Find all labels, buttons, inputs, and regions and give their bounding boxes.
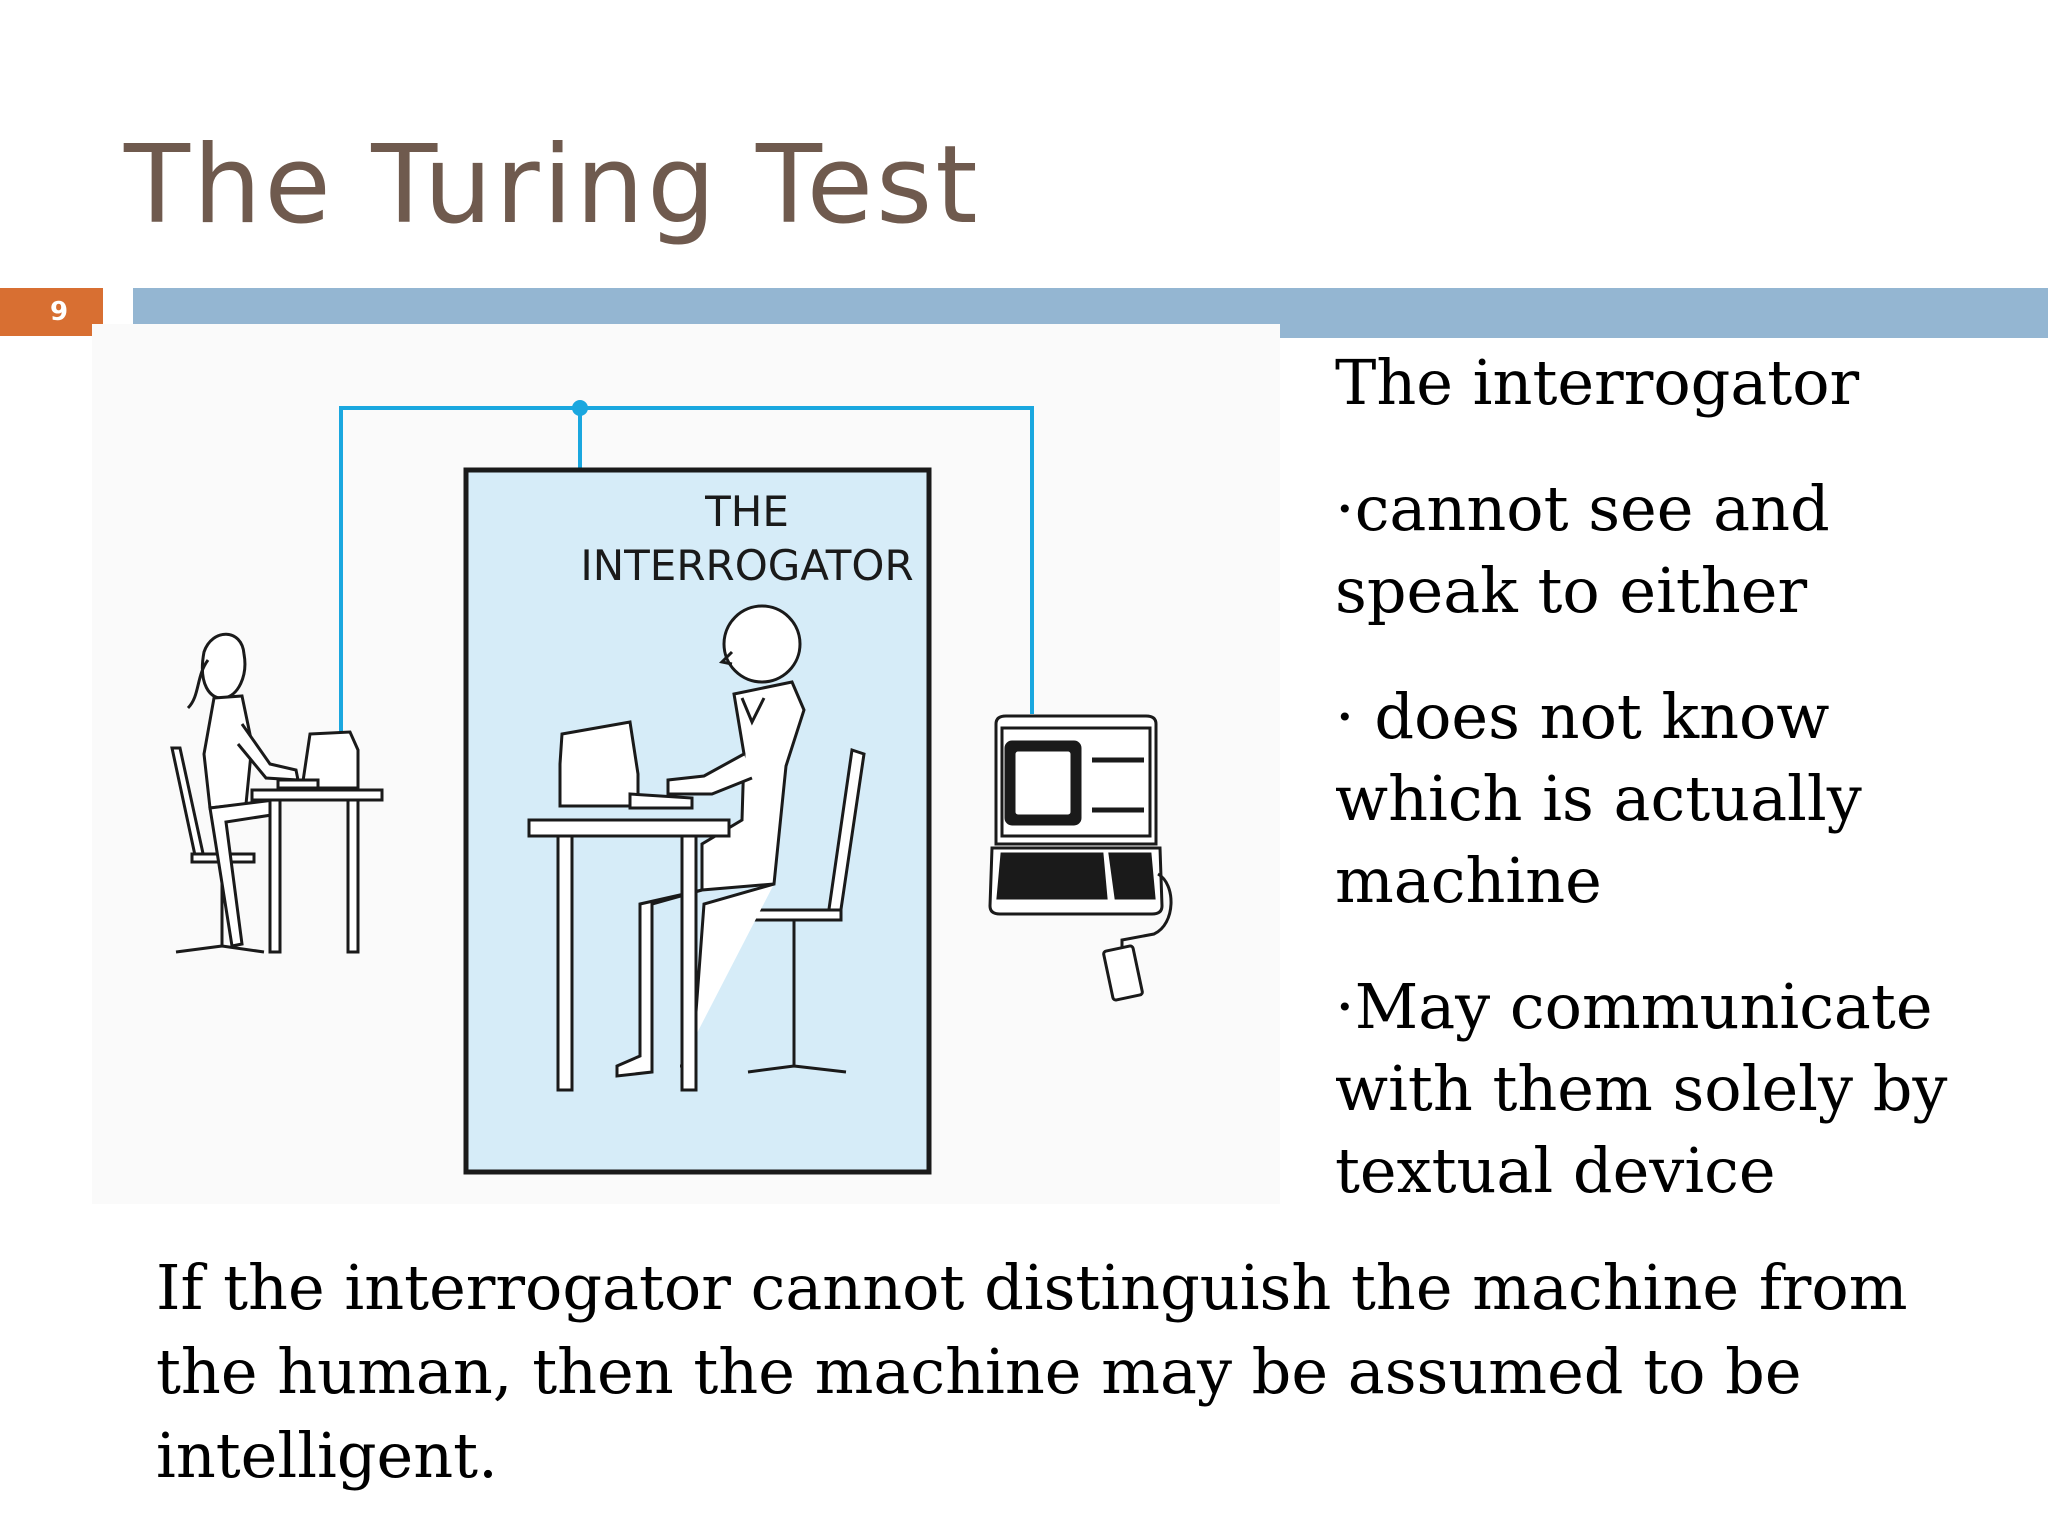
human-participant-icon — [170, 632, 300, 954]
slide-number: 9 — [50, 297, 69, 327]
wire-junction — [572, 400, 588, 416]
description-bullet: ·cannot see and speak to either — [1335, 472, 1830, 627]
computer-terminal-icon — [988, 714, 1173, 1002]
description-bullet: · does not know which is actually machin… — [1335, 680, 1862, 917]
interrogator-description: The interrogator ·cannot see and speak t… — [1335, 342, 2025, 1256]
conclusion-text: If the interrogator cannot distinguish t… — [156, 1251, 1908, 1492]
title-rule-extension — [1280, 324, 2048, 338]
description-heading: The interrogator — [1335, 346, 1860, 419]
human-terminal-icon — [276, 730, 360, 790]
room-label-line1: THE — [704, 487, 789, 536]
interrogator-person-icon — [615, 604, 866, 1078]
room-label-line2: INTERROGATOR — [580, 541, 913, 590]
turing-test-illustration: THE INTERROGATOR — [170, 400, 1173, 1175]
slide-title: The Turing Test — [124, 123, 981, 248]
interrogator-desk — [527, 818, 731, 1092]
description-bullet: ·May communicate with them solely by tex… — [1335, 970, 1948, 1207]
human-desk — [250, 788, 384, 954]
interrogator-terminal-icon — [558, 720, 694, 810]
title-rule — [133, 288, 2048, 324]
slide-number-badge: 9 — [0, 288, 103, 336]
